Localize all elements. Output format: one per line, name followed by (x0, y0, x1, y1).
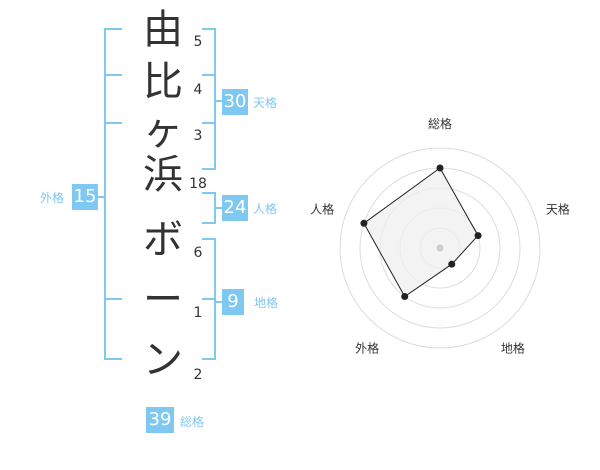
jinkaku-label: 人格 (253, 202, 278, 216)
soukaku-value-box: 39 (146, 407, 174, 433)
name-char: 浜 (143, 152, 183, 198)
bracket-tick (202, 238, 216, 240)
radar-axis-label: 天格 (546, 202, 570, 217)
radar-points (360, 164, 482, 301)
bracket-tick (202, 192, 216, 194)
name-char: ヶ (143, 108, 183, 154)
tenkaku-value-box: 30 (222, 89, 248, 115)
bracket-tick (202, 122, 216, 124)
gaikaku-value-box: 15 (72, 184, 98, 210)
bracket-tick (202, 28, 216, 30)
name-char: ボ (143, 217, 183, 263)
radar-point-4 (360, 219, 368, 227)
bracket-tick (104, 122, 122, 124)
name-char: 由 (143, 7, 183, 53)
soukaku-label: 総格 (180, 415, 205, 429)
bracket-tick (202, 74, 216, 76)
stroke-count: 1 (193, 305, 203, 321)
bracket-tick (202, 168, 216, 170)
bracket-tick (216, 100, 222, 102)
jinkaku-bracket-line (214, 192, 216, 224)
gaikaku-bracket-line (104, 28, 106, 360)
stroke-count: 6 (193, 245, 203, 261)
radar-point-3 (401, 293, 409, 301)
stroke-count: 2 (193, 367, 203, 383)
radar-axis-label: 人格 (310, 202, 334, 217)
name-char: ン (143, 337, 183, 383)
radar-axis-label: 総格 (428, 116, 452, 131)
bracket-tick (216, 207, 222, 209)
chikaku-label: 地格 (254, 296, 279, 310)
stroke-count: 4 (193, 82, 203, 98)
stroke-count: 5 (193, 34, 203, 50)
radar-axis-label: 地格 (501, 340, 525, 355)
radar-center-point (436, 244, 444, 252)
bracket-tick (104, 358, 122, 360)
stroke-count: 3 (193, 128, 203, 144)
bracket-tick (202, 358, 216, 360)
radar-point-2 (448, 260, 456, 268)
bracket-tick (202, 298, 216, 300)
bracket-tick (104, 28, 122, 30)
bracket-tick (202, 222, 216, 224)
radar-point-0 (436, 164, 444, 172)
chikaku-value-box: 9 (222, 289, 244, 315)
radar-axis-label: 外格 (355, 340, 379, 355)
radar-point-1 (474, 232, 482, 240)
bracket-tick (104, 74, 122, 76)
tenkaku-bracket-line (214, 28, 216, 170)
tenkaku-label: 天格 (253, 96, 278, 110)
gaikaku-label: 外格 (40, 191, 65, 205)
name-char: 比 (143, 59, 183, 105)
jinkaku-value-box: 24 (222, 195, 248, 221)
bracket-tick (216, 301, 222, 303)
bracket-tick (98, 196, 104, 198)
bracket-tick (104, 298, 122, 300)
stroke-count: 18 (189, 176, 207, 192)
name-char: ー (143, 277, 183, 323)
